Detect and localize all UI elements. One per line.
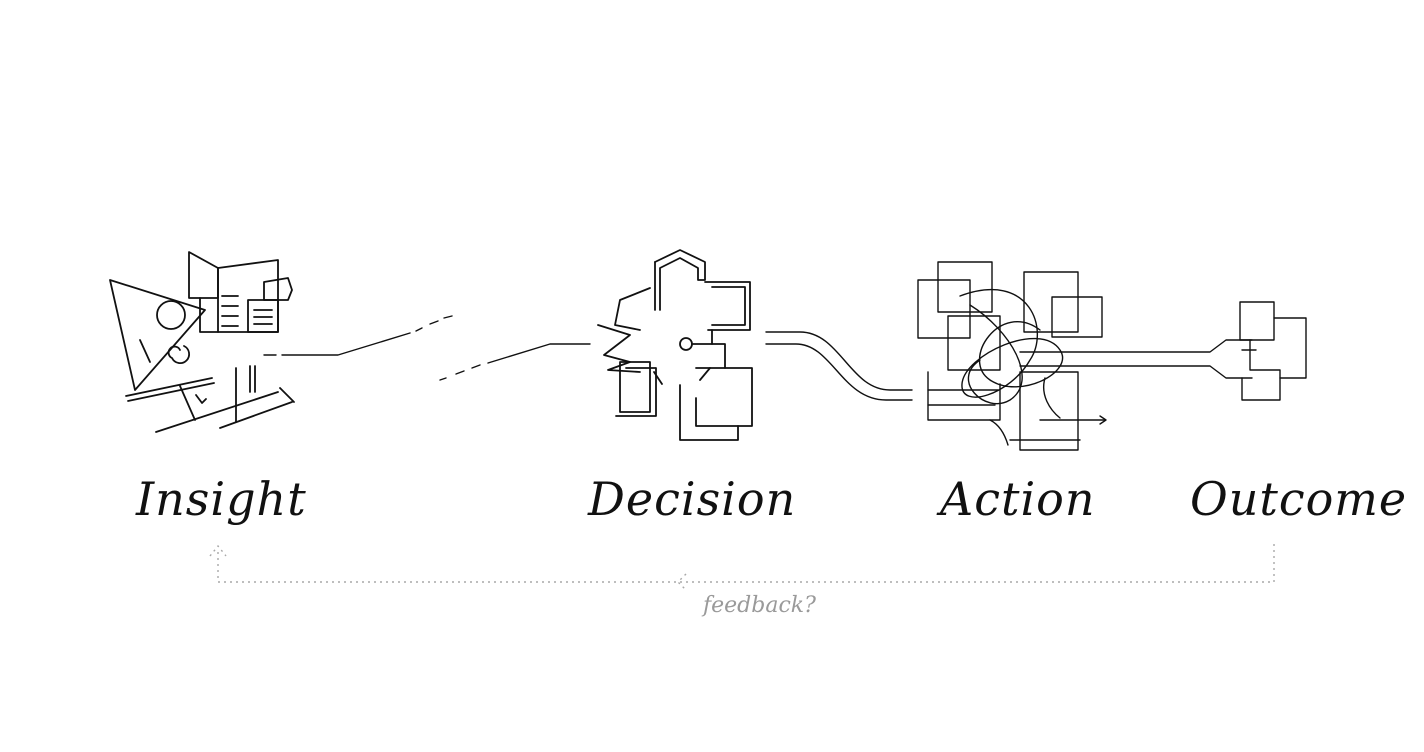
simple-boxes-icon — [1239, 301, 1307, 401]
stage-label-insight: Insight — [135, 472, 307, 526]
scattered-shapes-icon — [109, 251, 295, 433]
tangled-boxes-icon — [917, 261, 1253, 451]
stage-label-outcome: Outcome — [1190, 472, 1407, 526]
feedback-loop — [209, 544, 1275, 591]
connector-insight-decision — [263, 315, 591, 381]
stage-label-decision: Decision — [587, 472, 796, 526]
cross-plan-icon — [597, 249, 753, 441]
feedback-label: feedback? — [701, 593, 816, 618]
connector-decision-action — [765, 331, 913, 401]
stage-label-action: Action — [936, 472, 1096, 526]
